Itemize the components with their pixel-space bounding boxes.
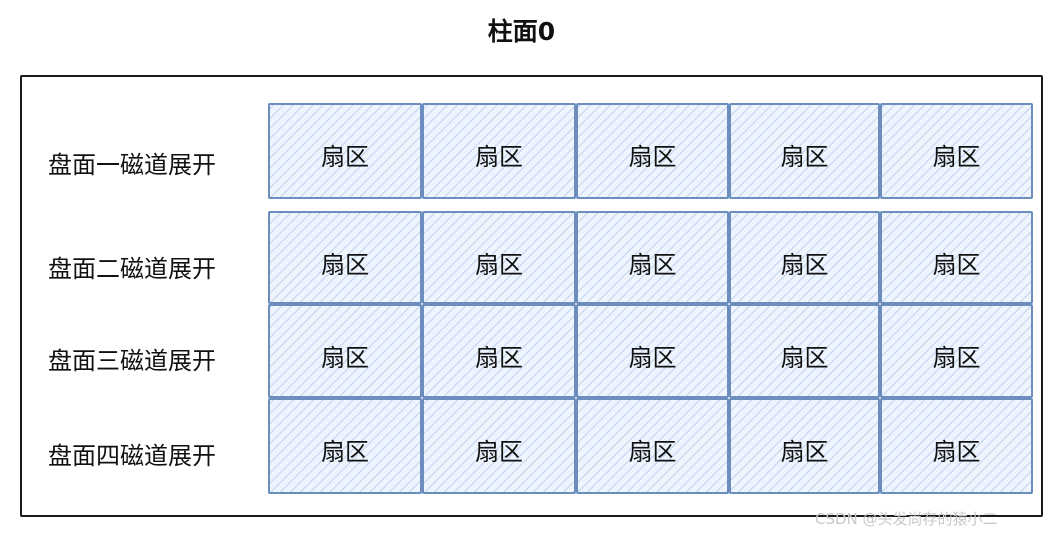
sector-label: 扇区 <box>475 251 523 279</box>
sector-label: 扇区 <box>780 143 829 171</box>
sector-cell: 扇区 <box>729 103 880 199</box>
sector-label: 扇区 <box>780 251 829 279</box>
sector-label: 扇区 <box>932 251 981 279</box>
sector-cell: 扇区 <box>576 103 729 199</box>
sector-label: 扇区 <box>932 344 981 372</box>
sector-label: 扇区 <box>321 344 369 372</box>
sector-label: 扇区 <box>628 251 677 279</box>
sector-cell: 扇区 <box>268 103 422 199</box>
track-label-2: 盘面二磁道展开 <box>48 255 216 283</box>
sector-label: 扇区 <box>780 344 829 372</box>
sector-label: 扇区 <box>932 143 981 171</box>
sector-label: 扇区 <box>628 143 677 171</box>
sector-cell: 扇区 <box>880 304 1033 398</box>
sector-cell: 扇区 <box>880 398 1033 494</box>
sector-label: 扇区 <box>780 438 829 466</box>
sector-cell: 扇区 <box>268 398 422 494</box>
sector-cell: 扇区 <box>576 398 729 494</box>
sector-cell: 扇区 <box>729 398 880 494</box>
sector-label: 扇区 <box>475 438 523 466</box>
track-label-4: 盘面四磁道展开 <box>48 442 216 470</box>
sector-cell: 扇区 <box>880 103 1033 199</box>
sector-cell: 扇区 <box>422 398 576 494</box>
sector-label: 扇区 <box>628 438 677 466</box>
watermark: CSDN @头发尚存的猿小二 <box>815 510 998 528</box>
sector-cell: 扇区 <box>422 211 576 304</box>
sector-label: 扇区 <box>475 143 523 171</box>
sector-cell: 扇区 <box>880 211 1033 304</box>
sector-cell: 扇区 <box>268 304 422 398</box>
track-label-1: 盘面一磁道展开 <box>48 151 216 179</box>
sector-label: 扇区 <box>475 344 523 372</box>
sector-label: 扇区 <box>628 344 677 372</box>
sector-label: 扇区 <box>932 438 981 466</box>
sector-cell: 扇区 <box>576 211 729 304</box>
sector-label: 扇区 <box>321 251 369 279</box>
sector-cell: 扇区 <box>729 304 880 398</box>
sector-label: 扇区 <box>321 143 369 171</box>
cylinder-frame <box>20 75 1043 517</box>
sector-label: 扇区 <box>321 438 369 466</box>
sector-cell: 扇区 <box>422 304 576 398</box>
track-label-3: 盘面三磁道展开 <box>48 347 216 375</box>
sector-cell: 扇区 <box>729 211 880 304</box>
sector-cell: 扇区 <box>422 103 576 199</box>
sector-cell: 扇区 <box>576 304 729 398</box>
sector-cell: 扇区 <box>268 211 422 304</box>
diagram-title: 柱面0 <box>487 17 556 46</box>
